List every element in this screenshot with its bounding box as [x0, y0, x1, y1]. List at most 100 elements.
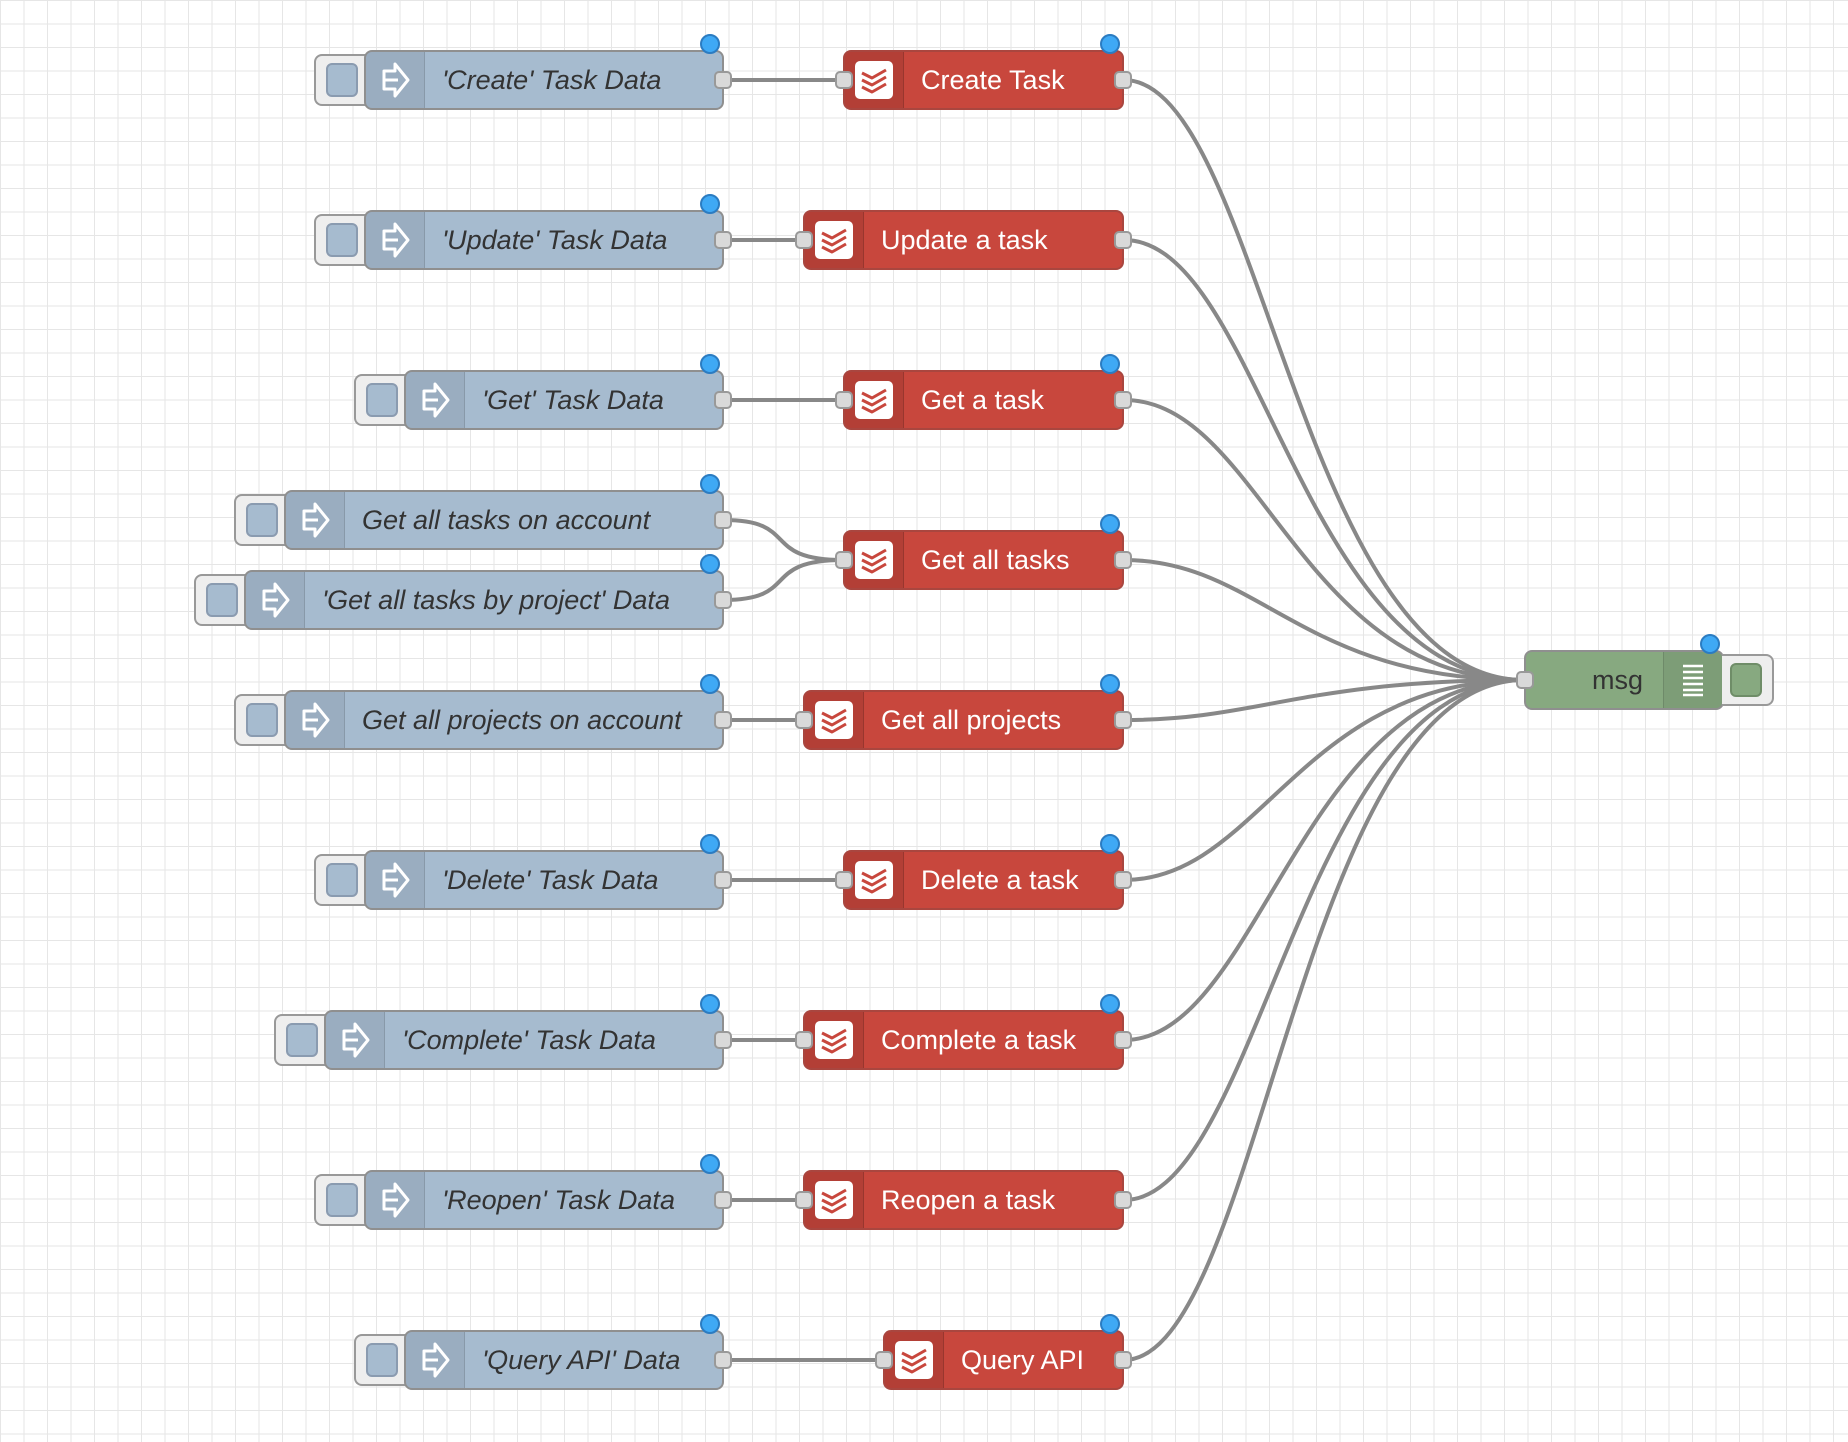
- output-port[interactable]: [714, 71, 732, 89]
- inject-trigger-button[interactable]: [354, 374, 406, 426]
- input-port[interactable]: [1516, 671, 1534, 689]
- inject-trigger-button-face[interactable]: [286, 1023, 318, 1057]
- changed-indicator: [1100, 1314, 1120, 1334]
- debug-toggle-button[interactable]: [1722, 654, 1774, 706]
- inject-node-complete-task-data[interactable]: 'Complete' Task Data: [324, 994, 732, 1070]
- todoist-node-label: Complete a task: [881, 1025, 1077, 1055]
- inject-node-get-all-tasks-by-project-data[interactable]: 'Get all tasks by project' Data: [244, 554, 732, 630]
- changed-indicator: [1100, 994, 1120, 1014]
- wire[interactable]: [1123, 678, 1525, 882]
- output-port[interactable]: [1114, 1351, 1132, 1369]
- output-port[interactable]: [1114, 551, 1132, 569]
- debug-toggle-button-face[interactable]: [1730, 663, 1762, 697]
- input-port[interactable]: [795, 1191, 813, 1209]
- wire[interactable]: [1123, 78, 1525, 682]
- inject-node-delete-task-data[interactable]: 'Delete' Task Data: [364, 834, 732, 910]
- inject-node-get-all-tasks-on-account[interactable]: Get all tasks on account: [284, 474, 732, 550]
- output-port[interactable]: [714, 391, 732, 409]
- todoist-node-complete-a-task[interactable]: Complete a task: [795, 994, 1132, 1070]
- output-port[interactable]: [714, 871, 732, 889]
- input-port[interactable]: [835, 871, 853, 889]
- inject-trigger-button-face[interactable]: [366, 1343, 398, 1377]
- wire[interactable]: [1123, 678, 1525, 1362]
- inject-node-update-task-data[interactable]: 'Update' Task Data: [364, 194, 732, 270]
- output-port[interactable]: [714, 1351, 732, 1369]
- output-port[interactable]: [1114, 711, 1132, 729]
- inject-node-get-task-data[interactable]: 'Get' Task Data: [404, 354, 732, 430]
- changed-indicator: [1100, 514, 1120, 534]
- todoist-node-update-a-task[interactable]: Update a task: [795, 210, 1132, 270]
- input-port[interactable]: [795, 711, 813, 729]
- output-port[interactable]: [714, 511, 732, 529]
- inject-trigger-button[interactable]: [314, 54, 366, 106]
- inject-arrow-icon: [286, 692, 345, 748]
- todoist-node-label: Create Task: [921, 65, 1065, 95]
- inject-trigger-button[interactable]: [314, 1174, 366, 1226]
- output-port[interactable]: [714, 591, 732, 609]
- wire[interactable]: [1123, 398, 1525, 682]
- inject-node-label: 'Complete' Task Data: [402, 1025, 656, 1055]
- inject-node-create-task-data[interactable]: 'Create' Task Data: [364, 34, 732, 110]
- inject-trigger-button-face[interactable]: [326, 63, 358, 97]
- changed-indicator: [700, 554, 720, 574]
- input-port[interactable]: [835, 391, 853, 409]
- inject-trigger-button-face[interactable]: [206, 583, 238, 617]
- todoist-node-query-api[interactable]: Query API: [875, 1314, 1132, 1390]
- inject-trigger-button[interactable]: [314, 214, 366, 266]
- debug-node-label: msg: [1592, 665, 1644, 695]
- input-port[interactable]: [795, 1031, 813, 1049]
- todoist-node-create-task[interactable]: Create Task: [835, 34, 1132, 110]
- output-port[interactable]: [714, 711, 732, 729]
- inject-trigger-button-face[interactable]: [246, 703, 278, 737]
- todoist-icon: [855, 61, 893, 99]
- inject-trigger-button-face[interactable]: [326, 223, 358, 257]
- todoist-node-get-all-tasks[interactable]: Get all tasks: [835, 514, 1132, 590]
- output-port[interactable]: [714, 231, 732, 249]
- input-port[interactable]: [835, 71, 853, 89]
- todoist-icon: [855, 381, 893, 419]
- output-port[interactable]: [1114, 1031, 1132, 1049]
- changed-indicator: [700, 994, 720, 1014]
- inject-node-reopen-task-data[interactable]: 'Reopen' Task Data: [364, 1154, 732, 1230]
- output-port[interactable]: [1114, 871, 1132, 889]
- output-port[interactable]: [1114, 1191, 1132, 1209]
- inject-node-query-api-data[interactable]: 'Query API' Data: [404, 1314, 732, 1390]
- debug-node-msg[interactable]: msg: [1516, 634, 1724, 710]
- todoist-node-reopen-a-task[interactable]: Reopen a task: [795, 1170, 1132, 1230]
- wire[interactable]: [1123, 678, 1525, 1202]
- inject-trigger-button[interactable]: [314, 854, 366, 906]
- wire[interactable]: [1123, 238, 1525, 682]
- wire[interactable]: [1123, 678, 1525, 722]
- inject-trigger-button-face[interactable]: [366, 383, 398, 417]
- output-port[interactable]: [1114, 391, 1132, 409]
- wire[interactable]: [1123, 678, 1525, 1042]
- wire[interactable]: [1123, 558, 1525, 682]
- input-port[interactable]: [875, 1351, 893, 1369]
- inject-node-label: 'Get' Task Data: [482, 385, 664, 415]
- todoist-node-get-all-projects[interactable]: Get all projects: [795, 674, 1132, 750]
- inject-trigger-button[interactable]: [234, 494, 286, 546]
- inject-trigger-button-face[interactable]: [326, 1183, 358, 1217]
- inject-node-get-all-projects-on-account[interactable]: Get all projects on account: [284, 674, 732, 750]
- input-port[interactable]: [835, 551, 853, 569]
- todoist-node-delete-a-task[interactable]: Delete a task: [835, 834, 1132, 910]
- changed-indicator: [700, 1154, 720, 1174]
- output-port[interactable]: [1114, 231, 1132, 249]
- inject-trigger-button-face[interactable]: [246, 503, 278, 537]
- output-port[interactable]: [1114, 71, 1132, 89]
- todoist-icon-area: [845, 52, 904, 108]
- wire[interactable]: [723, 558, 844, 602]
- inject-trigger-button-face[interactable]: [326, 863, 358, 897]
- output-port[interactable]: [714, 1031, 732, 1049]
- inject-trigger-button[interactable]: [274, 1014, 326, 1066]
- todoist-node-label: Get a task: [921, 385, 1045, 415]
- inject-trigger-button[interactable]: [354, 1334, 406, 1386]
- wire[interactable]: [723, 518, 844, 562]
- output-port[interactable]: [714, 1191, 732, 1209]
- inject-trigger-button[interactable]: [194, 574, 246, 626]
- todoist-icon: [895, 1341, 933, 1379]
- todoist-node-get-a-task[interactable]: Get a task: [835, 354, 1132, 430]
- inject-trigger-button[interactable]: [234, 694, 286, 746]
- input-port[interactable]: [795, 231, 813, 249]
- inject-arrow-icon: [366, 52, 425, 108]
